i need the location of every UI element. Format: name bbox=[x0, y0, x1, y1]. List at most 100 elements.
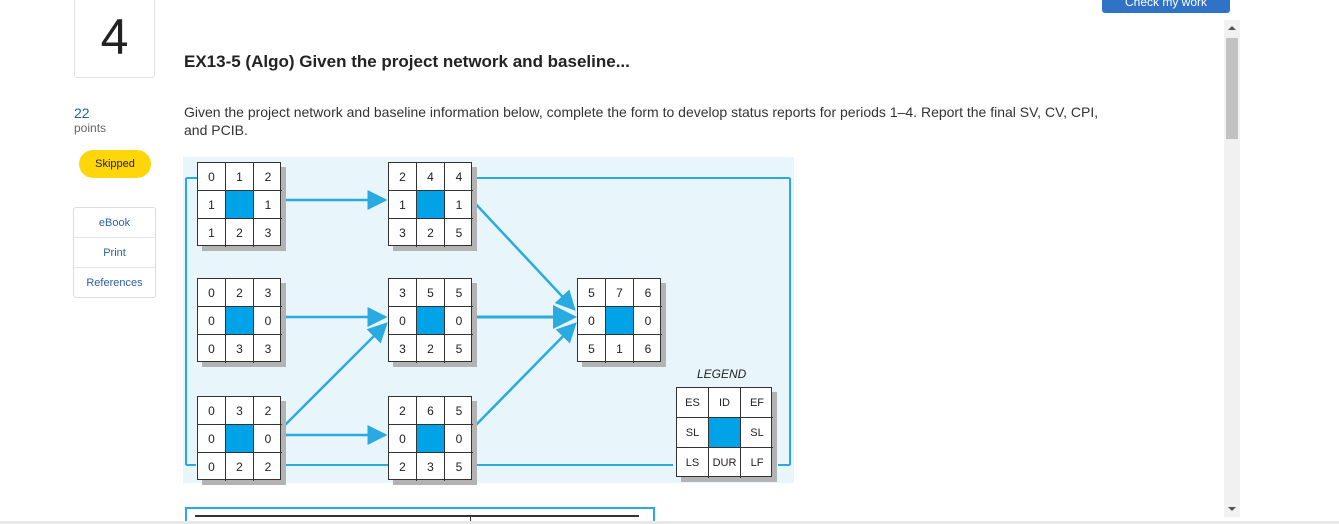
node-id-cell bbox=[417, 425, 445, 453]
node-cell: 2 bbox=[389, 453, 417, 481]
node-cell: 0 bbox=[578, 307, 606, 335]
node-cell: 2 bbox=[226, 279, 254, 307]
legend-cell: LF bbox=[750, 457, 764, 469]
print-link[interactable]: Print bbox=[74, 238, 155, 268]
legend-cell: EF bbox=[741, 388, 773, 418]
node-cell: 0 bbox=[198, 453, 226, 481]
node-cell: 2 bbox=[389, 397, 417, 425]
node-cell: 5 bbox=[445, 279, 473, 307]
node-cell: 2 bbox=[254, 163, 282, 191]
node-cell: 0 bbox=[389, 425, 417, 453]
points-label: points bbox=[74, 121, 107, 135]
points-value: 22 bbox=[74, 105, 90, 121]
node-cell: 5 bbox=[455, 342, 463, 356]
points-block: 22 points bbox=[74, 106, 106, 136]
node-cell: 1 bbox=[254, 191, 282, 219]
node-cell: 2 bbox=[417, 219, 445, 247]
question-number: 4 bbox=[74, 0, 155, 78]
node-cell: 3 bbox=[389, 335, 417, 363]
legend-id-cell bbox=[709, 418, 741, 448]
node-cell: 1 bbox=[389, 191, 417, 219]
references-link[interactable]: References bbox=[86, 276, 143, 289]
legend-cell: SL bbox=[677, 418, 709, 448]
node-cell: 6 bbox=[644, 342, 652, 356]
node-id-cell bbox=[417, 307, 445, 335]
node-cell: 4 bbox=[445, 163, 473, 191]
node-cell: 0 bbox=[254, 425, 282, 453]
check-my-work-button[interactable]: Check my work bbox=[1102, 0, 1230, 13]
node-cell: 1 bbox=[226, 163, 254, 191]
node-cell: 3 bbox=[254, 279, 282, 307]
node-id-cell bbox=[417, 191, 445, 219]
scrollbar[interactable] bbox=[1224, 20, 1240, 517]
node-cell: 6 bbox=[634, 279, 662, 307]
node-cell: 0 bbox=[389, 307, 417, 335]
arrow-4-7 bbox=[471, 199, 576, 311]
node-cell: 1 bbox=[445, 191, 473, 219]
node-cell: 1 bbox=[198, 219, 226, 247]
scrollbar-thumb[interactable] bbox=[1226, 38, 1238, 139]
legend-cell: SL bbox=[741, 418, 773, 448]
node-id-cell bbox=[606, 307, 634, 335]
node-cell: 2 bbox=[226, 219, 254, 247]
node-cell: 2 bbox=[254, 397, 282, 425]
node-id-cell bbox=[226, 425, 254, 453]
ebook-link[interactable]: eBook bbox=[74, 208, 155, 238]
legend-cell: DUR bbox=[709, 448, 741, 478]
node-cell: 3 bbox=[264, 342, 272, 356]
status-report-table bbox=[185, 507, 655, 524]
node-cell: 3 bbox=[389, 219, 417, 247]
legend-cell: LS bbox=[677, 448, 709, 478]
scroll-up-icon[interactable] bbox=[1228, 26, 1236, 30]
node-cell: 0 bbox=[198, 279, 226, 307]
node-cell: 4 bbox=[417, 163, 445, 191]
node-cell: 1 bbox=[198, 191, 226, 219]
node-cell: 2 bbox=[226, 453, 254, 481]
node-cell: 2 bbox=[389, 163, 417, 191]
node-cell: 0 bbox=[198, 425, 226, 453]
node-cell: 0 bbox=[198, 397, 226, 425]
node-cell: 0 bbox=[198, 307, 226, 335]
status-badge: Skipped bbox=[79, 150, 151, 178]
node-cell: 0 bbox=[445, 307, 473, 335]
legend-cell: ES bbox=[677, 388, 709, 418]
node-cell: 5 bbox=[445, 397, 473, 425]
node-cell: 3 bbox=[417, 453, 445, 481]
node-cell: 5 bbox=[455, 226, 463, 240]
scroll-down-icon[interactable] bbox=[1228, 507, 1236, 511]
node-id-cell bbox=[226, 191, 254, 219]
node-cell: 5 bbox=[578, 279, 606, 307]
divider bbox=[0, 521, 1339, 524]
network-arrows bbox=[185, 177, 791, 466]
node-cell: 1 bbox=[606, 335, 634, 363]
question-description: Given the project network and baseline i… bbox=[184, 104, 1099, 138]
node-cell: 6 bbox=[417, 397, 445, 425]
node-cell: 0 bbox=[254, 307, 282, 335]
side-links: eBook Print References bbox=[73, 207, 156, 298]
legend-cell: ID bbox=[709, 388, 741, 418]
node-id-cell bbox=[226, 307, 254, 335]
node-cell: 0 bbox=[445, 425, 473, 453]
node-cell: 3 bbox=[264, 226, 272, 240]
node-cell: 2 bbox=[417, 335, 445, 363]
node-cell: 5 bbox=[455, 460, 463, 474]
node-cell: 5 bbox=[417, 279, 445, 307]
question-title: EX13-5 (Algo) Given the project network … bbox=[184, 52, 630, 71]
node-cell: 0 bbox=[198, 335, 226, 363]
legend-title: LEGEND bbox=[697, 367, 747, 381]
node-cell: 7 bbox=[606, 279, 634, 307]
arrow-6-7 bbox=[471, 322, 577, 430]
node-cell: 3 bbox=[226, 335, 254, 363]
node-cell: 2 bbox=[264, 460, 272, 474]
node-cell: 0 bbox=[198, 163, 226, 191]
node-cell: 0 bbox=[634, 307, 662, 335]
